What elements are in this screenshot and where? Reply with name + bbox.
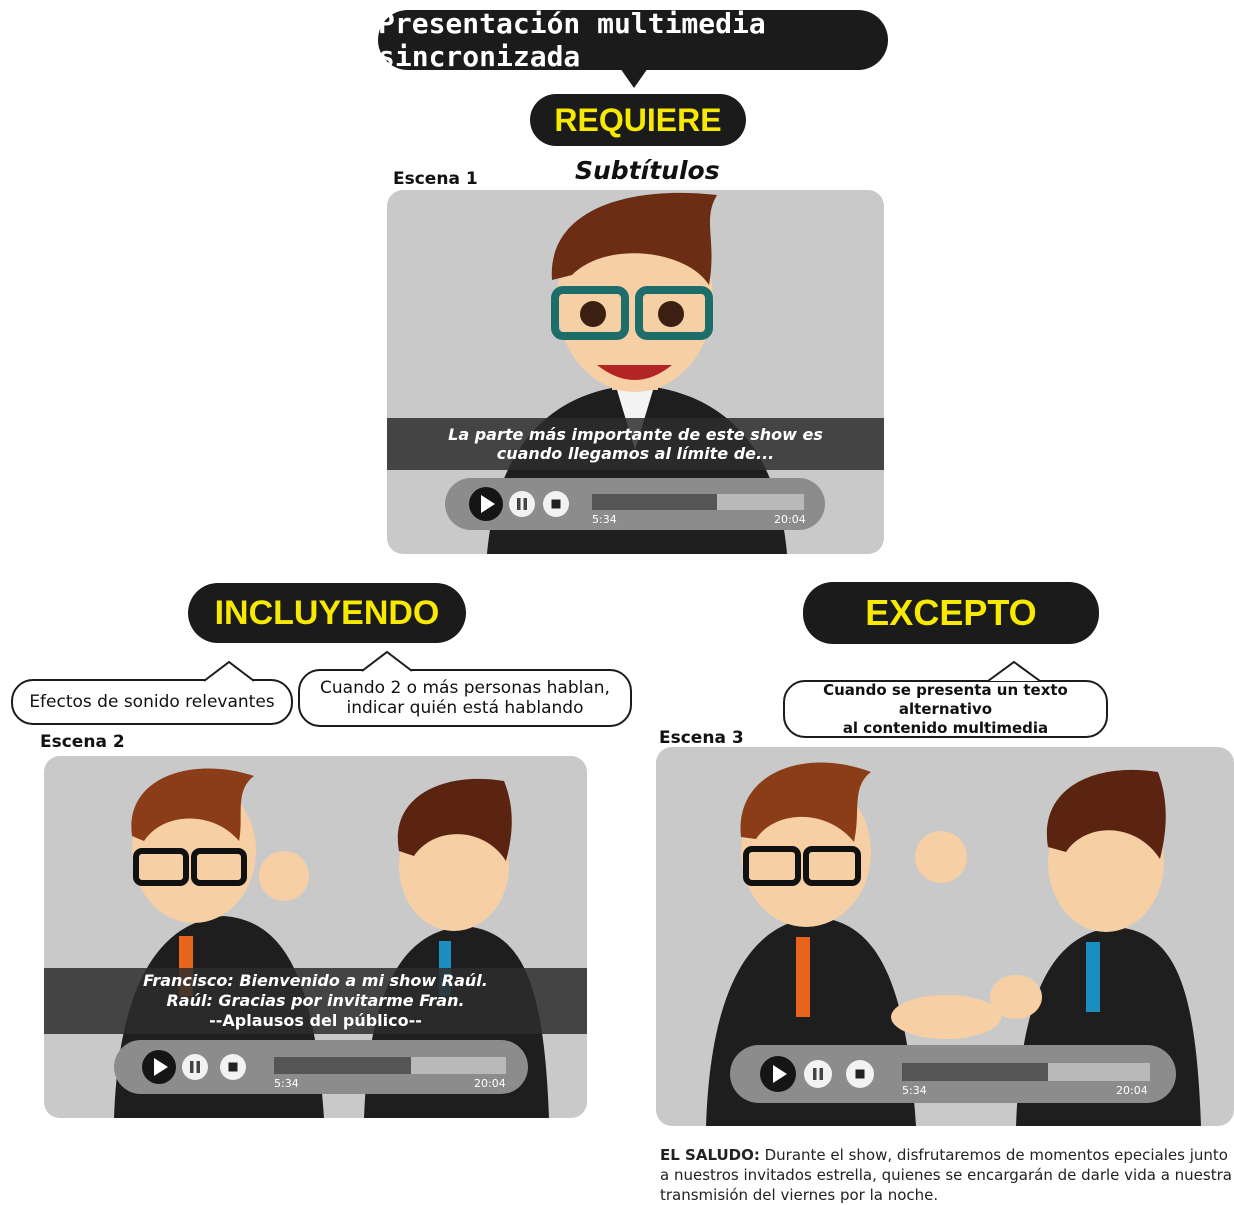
handshake-illustration xyxy=(706,762,1201,1126)
description-heading: EL SALUDO: xyxy=(660,1146,760,1164)
total-time: 20:04 xyxy=(774,513,806,526)
scene3-player: 5:34 20:04 xyxy=(730,1045,1176,1103)
bubble-sound-effects: Efectos de sonido relevantes xyxy=(11,679,293,725)
stop-icon xyxy=(228,1062,238,1072)
progress-bar[interactable] xyxy=(902,1063,1150,1081)
scene2-label: Escena 2 xyxy=(40,732,125,752)
scene2-caption: Francisco: Bienvenido a mi show Raúl. Ra… xyxy=(44,968,587,1034)
scene1-video: La parte más importante de este show es … xyxy=(387,190,884,554)
stop-icon xyxy=(551,499,561,509)
pause-button[interactable] xyxy=(509,491,535,517)
pause-icon xyxy=(813,1068,823,1080)
bubble-alt-text: Cuando se presenta un texto alternativo … xyxy=(783,680,1108,738)
pause-button[interactable] xyxy=(182,1054,208,1080)
stop-button[interactable] xyxy=(543,491,569,517)
bubble-text: al contenido multimedia xyxy=(842,718,1049,737)
stop-icon xyxy=(855,1069,865,1079)
progress-fill xyxy=(902,1063,1049,1081)
total-time: 20:04 xyxy=(1116,1084,1148,1097)
play-button[interactable] xyxy=(760,1056,796,1092)
except-pill: EXCEPTO xyxy=(803,582,1099,644)
including-pill: INCLUYENDO xyxy=(188,583,466,643)
description-text: Durante el show, disfrutaremos de moment… xyxy=(660,1146,1232,1204)
stop-button[interactable] xyxy=(220,1054,246,1080)
progress-fill xyxy=(274,1057,411,1074)
bubble-pointer xyxy=(203,660,255,682)
play-button[interactable] xyxy=(469,487,503,521)
bubble-text: Cuando 2 o más personas hablan, xyxy=(320,678,610,698)
bubble-pointer xyxy=(987,660,1041,682)
caption-line: Francisco: Bienvenido a mi show Raúl. xyxy=(143,971,488,990)
bubble-text: Efectos de sonido relevantes xyxy=(29,692,275,712)
play-icon xyxy=(481,495,495,513)
requires-pill: REQUIERE xyxy=(530,94,746,146)
scene3-label: Escena 3 xyxy=(659,728,744,748)
progress-fill xyxy=(592,494,718,510)
requires-label: REQUIERE xyxy=(554,101,722,138)
progress-bar[interactable] xyxy=(592,494,804,510)
play-icon xyxy=(154,1058,168,1076)
scene2-video: Francisco: Bienvenido a mi show Raúl. Ra… xyxy=(44,756,587,1118)
play-icon xyxy=(773,1065,787,1083)
scene2-player: 5:34 20:04 xyxy=(114,1040,528,1094)
total-time: 20:04 xyxy=(474,1077,506,1090)
play-button[interactable] xyxy=(142,1050,176,1084)
including-label: INCLUYENDO xyxy=(214,593,440,632)
caption-line: cuando llegamos al límite de... xyxy=(496,444,775,463)
caption-line: Raúl: Gracias por invitarme Fran. xyxy=(166,991,465,1010)
page-title: Presentación multimedia sincronizada xyxy=(378,7,766,73)
elapsed-time: 5:34 xyxy=(592,513,617,526)
elapsed-time: 5:34 xyxy=(902,1084,927,1097)
pause-button[interactable] xyxy=(804,1060,832,1088)
title-pill: Presentación multimedia sincronizada xyxy=(378,7,888,73)
scene3-video: 5:34 20:04 xyxy=(656,747,1234,1126)
scene3-description: EL SALUDO: Durante el show, disfrutaremo… xyxy=(660,1145,1232,1205)
requires-subtitle: Subtítulos xyxy=(575,156,720,185)
scene1-player: 5:34 20:04 xyxy=(445,478,825,530)
elapsed-time: 5:34 xyxy=(274,1077,299,1090)
progress-bar[interactable] xyxy=(274,1057,506,1074)
pause-icon xyxy=(517,498,527,510)
stop-button[interactable] xyxy=(846,1060,874,1088)
bubble-pointer xyxy=(361,650,413,672)
title-pointer xyxy=(620,68,648,88)
except-label: EXCEPTO xyxy=(865,592,1037,633)
bubble-text: Cuando se presenta un texto alternativo xyxy=(823,680,1068,718)
caption-line: --Aplausos del público-- xyxy=(209,1011,422,1030)
scene1-label: Escena 1 xyxy=(393,169,478,189)
pause-icon xyxy=(190,1061,200,1073)
bubble-text: indicar quién está hablando xyxy=(346,698,584,718)
scene1-caption: La parte más importante de este show es … xyxy=(387,418,884,470)
caption-line: La parte más importante de este show es xyxy=(448,425,823,444)
bubble-speakers: Cuando 2 o más personas hablan, indicar … xyxy=(298,669,632,727)
